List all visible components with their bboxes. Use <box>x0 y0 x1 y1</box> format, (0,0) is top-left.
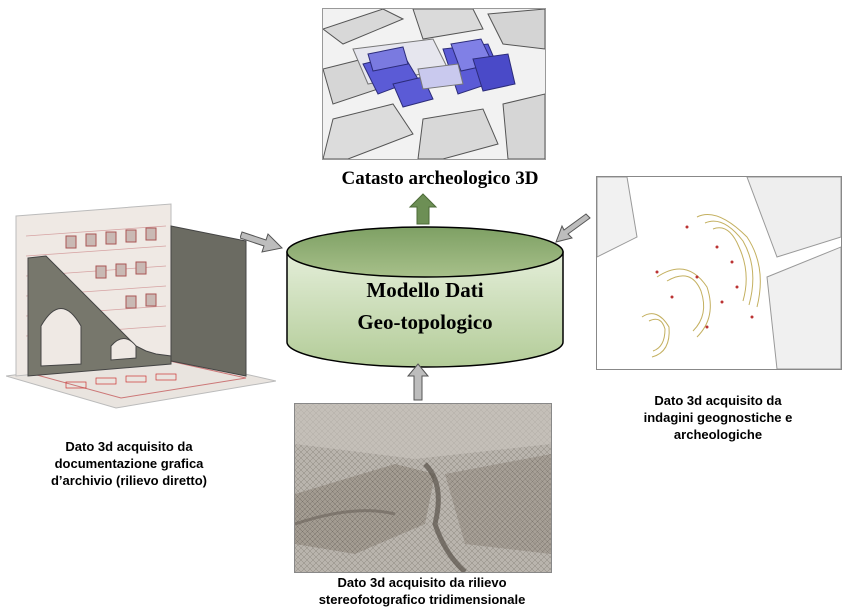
database-label: Modello Dati Geo-topologico <box>288 274 562 338</box>
bottom-caption-line-2: stereofotografico tridimensionale <box>318 592 526 607</box>
left-caption-line-2: documentazione grafica <box>54 456 204 471</box>
left-caption-line-1: Dato 3d acquisito da <box>65 439 193 454</box>
up-arrow-icon <box>408 193 438 225</box>
right-caption-line-2: indagini geognostiche e <box>643 410 793 425</box>
top-cadastre-image <box>322 8 546 160</box>
database-label-line-1: Modello Dati <box>366 278 484 302</box>
bottom-stereo-image <box>294 403 552 573</box>
database-cylinder <box>286 226 564 368</box>
right-caption: Dato 3d acquisito da indagini geognostic… <box>600 392 836 443</box>
right-geognostic-image <box>596 176 842 370</box>
bottom-caption: Dato 3d acquisito da rilievo stereofotog… <box>290 574 554 608</box>
bottom-caption-line-1: Dato 3d acquisito da rilievo <box>337 575 507 590</box>
right-caption-line-1: Dato 3d acquisito da <box>654 393 782 408</box>
right-caption-line-3: archeologiche <box>673 427 763 442</box>
left-input-arrow-icon <box>240 231 284 253</box>
left-caption: Dato 3d acquisito da documentazione graf… <box>14 438 244 489</box>
bottom-input-arrow-icon <box>406 363 430 401</box>
left-archival-image <box>6 196 276 411</box>
right-input-arrow-icon <box>555 213 591 243</box>
database-label-line-2: Geo-topologico <box>357 310 493 334</box>
top-title: Catasto archeologico 3D <box>341 168 539 189</box>
left-caption-line-3: d’archivio (rilievo diretto) <box>50 473 208 488</box>
